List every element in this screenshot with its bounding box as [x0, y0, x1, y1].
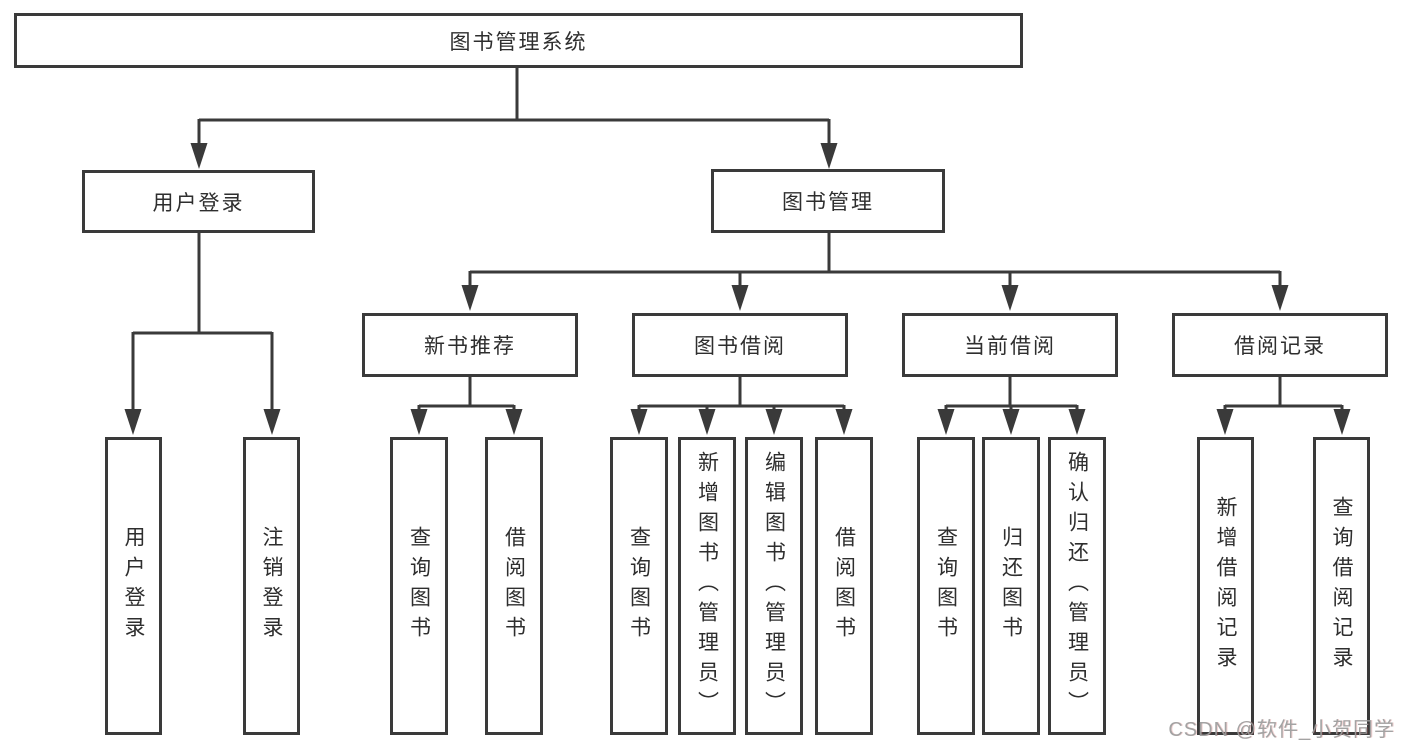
node-label: 用户登录	[152, 191, 245, 215]
node-label: 借阅记录	[1234, 335, 1326, 358]
node-label: 查询图书	[407, 526, 431, 646]
tree-edges	[131, 68, 1344, 412]
node-label: 图书管理	[782, 191, 874, 214]
leaf-logout: 注销登录	[243, 437, 300, 735]
node-book-borrow: 图书借阅	[632, 313, 848, 377]
leaf-add-books-admin: 新增图书（管理员）	[678, 437, 736, 735]
node-current-borrow: 当前借阅	[902, 313, 1118, 377]
node-label: 新增借阅记录	[1214, 496, 1237, 676]
leaf-add-borrow-record: 新增借阅记录	[1197, 437, 1254, 735]
csdn-watermark: CSDN @软件_小贺同学	[1168, 719, 1395, 741]
node-label: 新书推荐	[424, 335, 516, 358]
node-label: 用户登录	[122, 526, 145, 646]
node-label: 借阅图书	[832, 526, 856, 646]
node-label: 查询图书	[934, 526, 958, 646]
leaf-borrow-books: 借阅图书	[485, 437, 543, 735]
node-label: 借阅图书	[502, 526, 526, 646]
node-borrow-records: 借阅记录	[1172, 313, 1388, 377]
node-system-root: 图书管理系统	[14, 13, 1023, 68]
leaf-confirm-return-admin: 确认归还（管理员）	[1048, 437, 1106, 735]
node-label: 图书借阅	[694, 335, 786, 358]
leaf-query-books: 查询图书	[390, 437, 448, 735]
node-user-login: 用户登录	[82, 170, 315, 233]
leaf-query-books: 查询图书	[610, 437, 668, 735]
node-book-management: 图书管理	[711, 169, 945, 233]
node-label: 编辑图书（管理员）	[762, 451, 786, 721]
node-label: 新增图书（管理员）	[695, 451, 719, 721]
leaf-borrow-books: 借阅图书	[815, 437, 873, 735]
node-label: 注销登录	[260, 526, 283, 646]
node-new-book-recommend: 新书推荐	[362, 313, 578, 377]
node-label: 归还图书	[999, 526, 1023, 646]
leaf-query-borrow-record: 查询借阅记录	[1313, 437, 1370, 735]
leaf-return-books: 归还图书	[982, 437, 1040, 735]
node-label: 确认归还（管理员）	[1065, 451, 1089, 721]
leaf-edit-books-admin: 编辑图书（管理员）	[745, 437, 803, 735]
leaf-user-login: 用户登录	[105, 437, 162, 735]
leaf-query-books: 查询图书	[917, 437, 975, 735]
node-label: 查询借阅记录	[1330, 496, 1353, 676]
arrow-down-icons	[124, 143, 1351, 435]
node-label: 当前借阅	[964, 335, 1056, 358]
node-label: 查询图书	[627, 526, 651, 646]
node-label: 图书管理系统	[449, 30, 588, 54]
